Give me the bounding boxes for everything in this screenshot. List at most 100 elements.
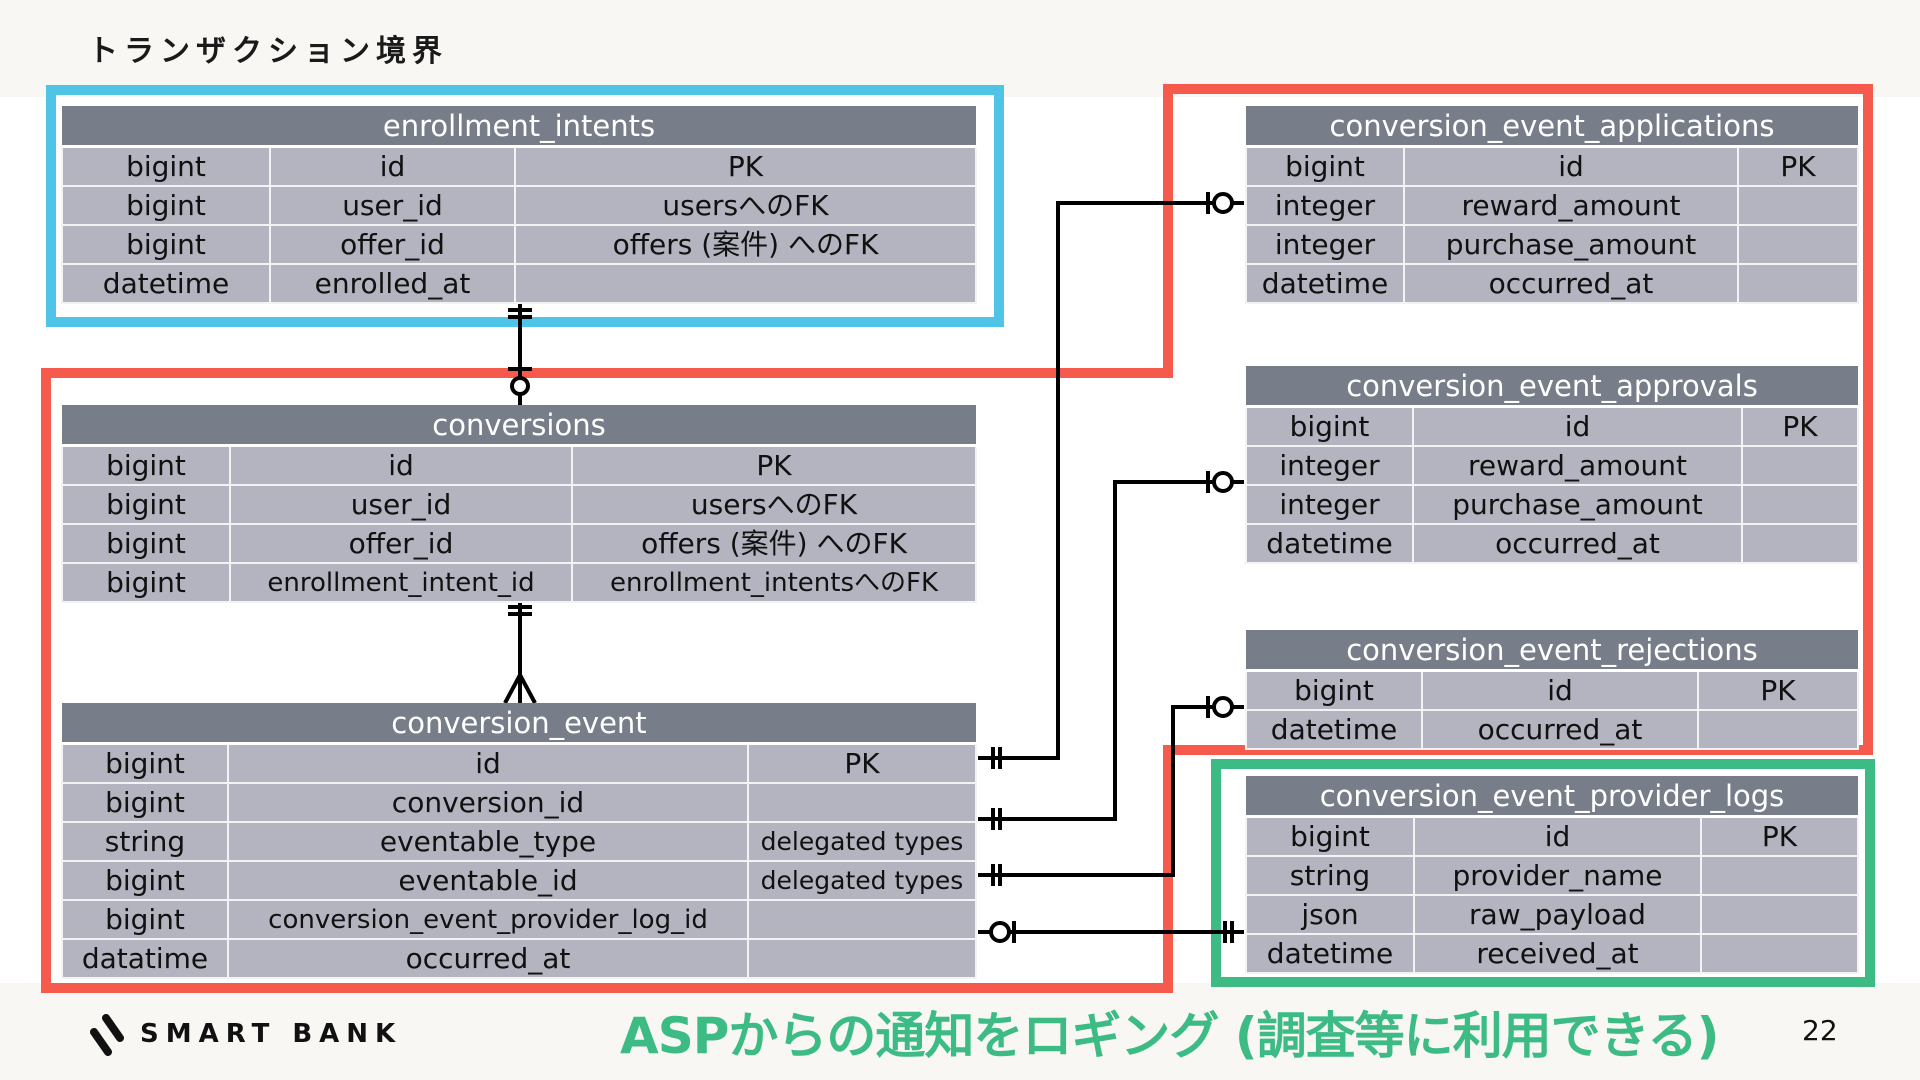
column-note	[1741, 523, 1859, 564]
column-type: datetime	[61, 263, 271, 304]
column-name: offer_id	[229, 523, 573, 564]
table-row: integer purchase_amount	[1245, 224, 1859, 265]
table-row: bigint id PK	[1245, 815, 1859, 857]
column-note: PK	[1737, 145, 1859, 187]
table-conversion-event-approvals: conversion_event_approvals bigint id PK …	[1245, 366, 1859, 564]
column-type: datetime	[1245, 709, 1423, 750]
table-row: integer reward_amount	[1245, 445, 1859, 486]
table-row: bigint id PK	[1245, 405, 1859, 447]
table-row: datetime received_at	[1245, 933, 1859, 974]
column-note	[1737, 185, 1859, 226]
column-name: conversion_id	[227, 782, 749, 823]
boundary-red	[41, 84, 1873, 993]
table-conversion-event-provider-logs: conversion_event_provider_logs bigint id…	[1245, 776, 1859, 974]
column-note	[514, 263, 977, 304]
table-title: conversion_event_applications	[1246, 106, 1858, 148]
column-name: occurred_at	[1421, 709, 1699, 750]
rel-event-provider-logs	[978, 921, 1244, 943]
column-type: bigint	[1245, 145, 1405, 187]
table-row: bigint user_id usersへのFK	[61, 185, 977, 226]
rel-event-approvals	[978, 471, 1244, 830]
rel-conversions-conversion-event	[503, 598, 537, 704]
table-row: bigint id PK	[1245, 669, 1859, 711]
column-name: eventable_type	[227, 821, 749, 862]
column-type: string	[61, 821, 229, 862]
column-note	[747, 938, 977, 979]
column-note: PK	[571, 444, 977, 486]
column-name: occurred_at	[227, 938, 749, 979]
column-name: enrollment_intent_id	[229, 562, 573, 603]
column-note: enrollment_intentsへのFK	[571, 562, 977, 603]
column-name: id	[1403, 145, 1739, 187]
table-row: bigint enrollment_intent_id enrollment_i…	[61, 562, 977, 603]
table-title: conversions	[62, 405, 976, 447]
table-row: bigint offer_id offers (案件) へのFK	[61, 224, 977, 265]
column-note	[747, 782, 977, 823]
column-type: datetime	[1245, 263, 1405, 304]
column-name: occurred_at	[1412, 523, 1743, 564]
column-type: bigint	[61, 145, 271, 187]
column-type: string	[1245, 855, 1415, 896]
column-note: PK	[747, 742, 977, 784]
column-name: conversion_event_provider_log_id	[227, 899, 749, 940]
column-type: bigint	[61, 224, 271, 265]
column-name: user_id	[229, 484, 573, 525]
column-type: json	[1245, 894, 1415, 935]
column-note	[1741, 445, 1859, 486]
column-note: offers (案件) へのFK	[514, 224, 977, 265]
rel-enrollment-conversions	[508, 301, 532, 405]
column-note: PK	[514, 145, 977, 187]
column-type: bigint	[61, 484, 231, 525]
table-row: bigint id PK	[1245, 145, 1859, 187]
table-row: bigint offer_id offers (案件) へのFK	[61, 523, 977, 564]
table-row: bigint eventable_id delegated types	[61, 860, 977, 901]
column-type: bigint	[61, 444, 231, 486]
table-row: bigint conversion_id	[61, 782, 977, 823]
column-name: purchase_amount	[1403, 224, 1739, 265]
column-type: integer	[1245, 224, 1405, 265]
rel-event-applications	[978, 192, 1244, 769]
table-row: datetime enrolled_at	[61, 263, 977, 304]
table-title: conversion_event_approvals	[1246, 366, 1858, 408]
column-name: id	[1413, 815, 1702, 857]
column-type: integer	[1245, 185, 1405, 226]
table-row: bigint id PK	[61, 145, 977, 187]
column-type: bigint	[61, 562, 231, 603]
slide-caption: ASPからの通知をロギング (調査等に利用できる)	[620, 1007, 1719, 1065]
column-name: id	[269, 145, 516, 187]
column-note	[747, 899, 977, 940]
column-note	[1700, 894, 1859, 935]
column-name: occurred_at	[1403, 263, 1739, 304]
column-type: bigint	[61, 523, 231, 564]
column-type: bigint	[61, 185, 271, 226]
column-type: bigint	[61, 860, 229, 901]
smartbank-logo: SMART BANK	[90, 1012, 402, 1056]
column-name: enrolled_at	[269, 263, 516, 304]
column-note	[1737, 224, 1859, 265]
column-note: offers (案件) へのFK	[571, 523, 977, 564]
column-note	[1700, 855, 1859, 896]
boundary-green	[1211, 759, 1875, 987]
column-note: usersへのFK	[514, 185, 977, 226]
boundary-blue	[46, 85, 1004, 327]
column-type: datetime	[1245, 933, 1415, 974]
column-name: user_id	[269, 185, 516, 226]
table-row: integer purchase_amount	[1245, 484, 1859, 525]
table-row: bigint id PK	[61, 444, 977, 486]
column-note: PK	[1700, 815, 1859, 857]
column-name: id	[229, 444, 573, 486]
column-name: reward_amount	[1412, 445, 1743, 486]
column-name: id	[227, 742, 749, 784]
table-row: string provider_name	[1245, 855, 1859, 896]
column-name: reward_amount	[1403, 185, 1739, 226]
column-type: bigint	[1245, 815, 1415, 857]
table-row: bigint id PK	[61, 742, 977, 784]
table-row: bigint user_id usersへのFK	[61, 484, 977, 525]
column-name: id	[1412, 405, 1743, 447]
column-note: delegated types	[747, 821, 977, 862]
column-name: offer_id	[269, 224, 516, 265]
table-enrollment-intents: enrollment_intents bigint id PK bigint u…	[61, 106, 977, 304]
column-note: PK	[1697, 669, 1859, 711]
table-title: conversion_event	[62, 703, 976, 745]
